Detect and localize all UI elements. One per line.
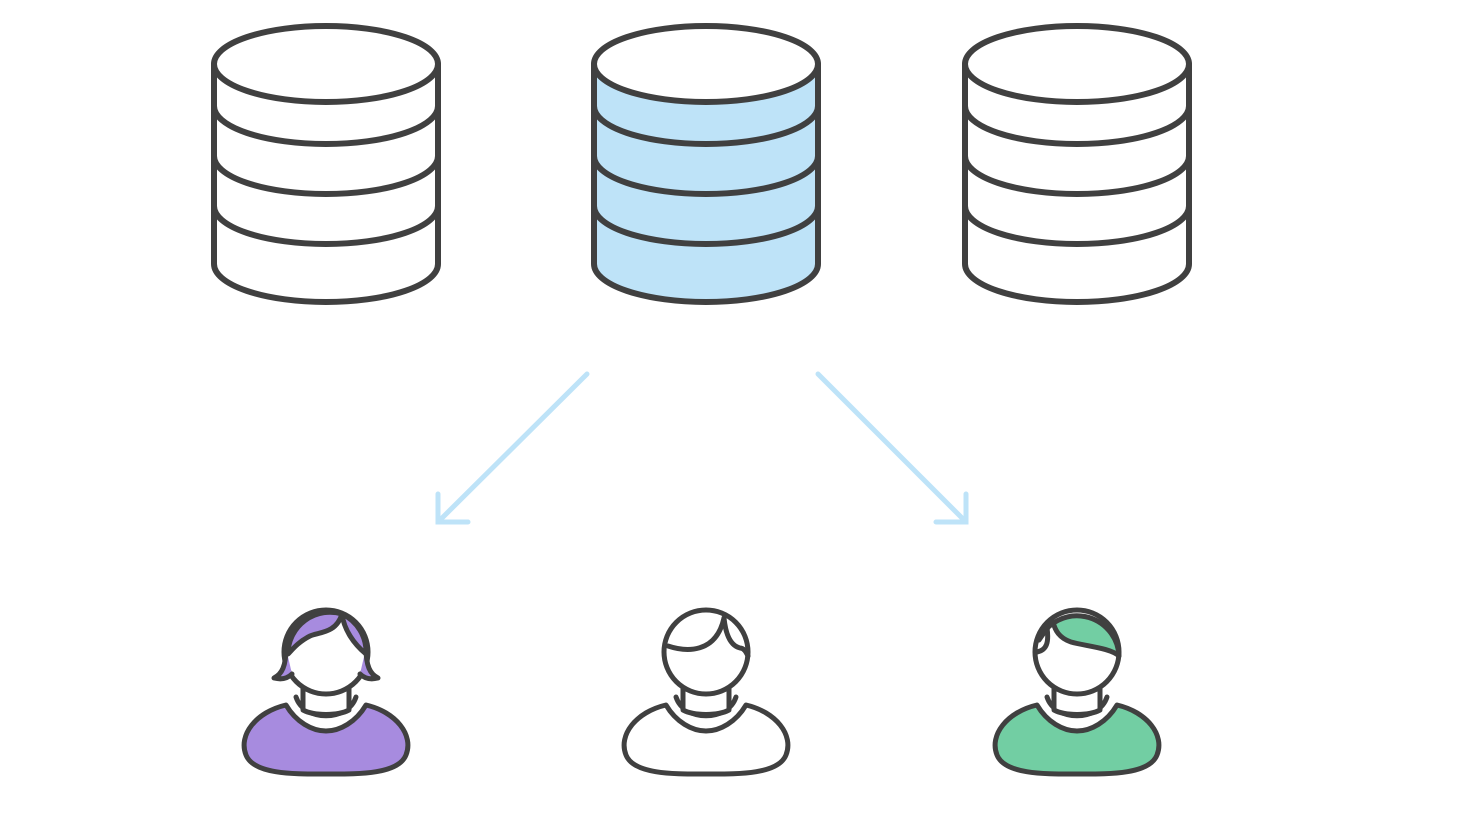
user-hair-side: [357, 645, 381, 682]
database-band: [962, 153, 1192, 197]
arrow-down-right-icon: [815, 371, 969, 525]
database-band: [591, 153, 821, 197]
db-right-database-icon: [962, 23, 1192, 305]
database-band: [591, 203, 821, 247]
arrow-head: [435, 491, 471, 525]
database-band: [962, 103, 1192, 147]
arrow-shaft: [815, 371, 969, 525]
user-hair: [1036, 613, 1122, 659]
user-left-user-female-icon: [241, 607, 411, 777]
user-torso: [241, 702, 411, 777]
database-band: [591, 103, 821, 147]
database-body: [591, 61, 821, 305]
user-hair-side: [271, 645, 295, 682]
user-hair: [665, 615, 727, 652]
arrow-head: [933, 491, 969, 525]
user-torso: [621, 702, 791, 777]
arrow-shaft: [435, 371, 590, 525]
user-head: [661, 607, 751, 697]
database-band: [211, 103, 441, 147]
database-band: [962, 203, 1192, 247]
user-center-user-male-icon: [621, 607, 791, 777]
database-top: [962, 23, 1192, 105]
user-right-user-male-icon: [992, 607, 1162, 777]
user-sideburn: [1034, 625, 1051, 655]
database-body: [211, 61, 441, 305]
db-left-database-icon: [211, 23, 441, 305]
user-hair: [721, 615, 751, 659]
db-center-database-icon: [591, 23, 821, 305]
database-band: [211, 153, 441, 197]
user-torso: [992, 702, 1162, 777]
database-band: [211, 203, 441, 247]
arrow-down-left-icon: [435, 371, 590, 525]
database-body: [962, 61, 1192, 305]
database-top: [591, 23, 821, 105]
database-top: [211, 23, 441, 105]
